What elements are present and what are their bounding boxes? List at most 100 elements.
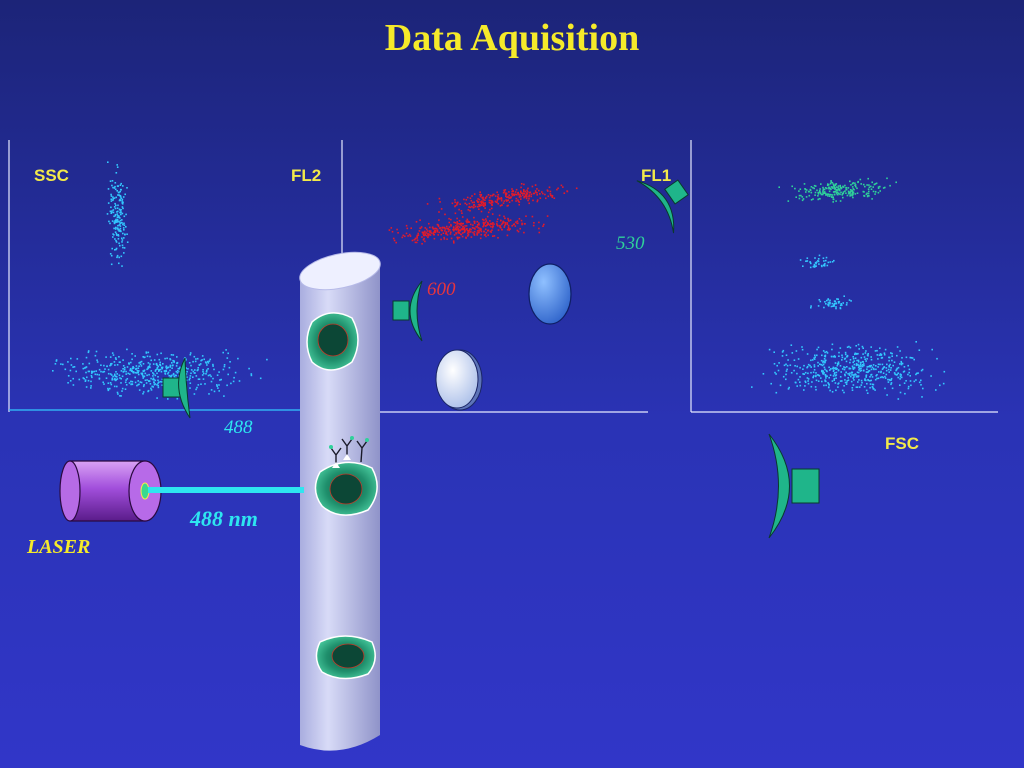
scatter-dot — [835, 183, 838, 185]
scatter-dot — [825, 256, 828, 259]
scatter-dot — [118, 216, 120, 219]
scatter-dot — [516, 220, 519, 222]
scatter-dot — [424, 233, 426, 235]
scatter-dot — [169, 365, 172, 367]
scatter-dot — [508, 197, 511, 199]
scatter-dot — [903, 370, 906, 373]
scatter-dot — [106, 365, 108, 367]
scatter-dot — [503, 215, 505, 218]
scatter-dot — [879, 185, 881, 188]
scatter-dot — [864, 379, 866, 381]
scatter-dot — [872, 190, 875, 193]
scatter-dot — [96, 373, 98, 376]
scatter-dot — [838, 189, 841, 191]
scatter-dot — [417, 234, 420, 236]
scatter-dot — [457, 236, 459, 239]
scatter-dot — [144, 379, 147, 382]
scatter-dot — [504, 224, 506, 227]
scatter-dot — [220, 378, 222, 381]
scatter-dot — [812, 376, 814, 378]
scatter-dot — [458, 236, 461, 239]
scatter-dot — [112, 199, 114, 201]
scatter-dot — [825, 369, 828, 372]
scatter-dot — [179, 366, 181, 369]
scatter-dot — [908, 371, 910, 374]
scatter-dot — [822, 370, 824, 372]
scatter-dot — [90, 387, 92, 389]
scatter-dot — [834, 374, 837, 377]
scatter-dot — [467, 235, 469, 237]
scatter-dot — [140, 381, 143, 384]
scatter-dot — [868, 195, 870, 197]
scatter-dot — [116, 221, 118, 223]
scatter-dot — [123, 222, 125, 225]
scatter-dot — [112, 197, 115, 200]
scatter-dot — [853, 379, 855, 381]
scatter-dot — [429, 226, 431, 229]
scatter-dot — [865, 193, 868, 196]
scatter-dot — [551, 195, 554, 197]
scatter-dot — [130, 361, 132, 364]
scatter-dot — [817, 195, 819, 197]
scatter-dot — [852, 368, 855, 370]
scatter-dot — [472, 224, 474, 226]
scatter-dot — [942, 382, 945, 385]
scatter-dot — [832, 366, 835, 369]
scatter-dot — [132, 366, 134, 368]
scatter-dot — [446, 227, 448, 230]
scatter-dot — [159, 361, 161, 364]
scatter-dot — [121, 219, 123, 221]
scatter-dot — [900, 362, 903, 364]
scatter-dot — [562, 186, 564, 188]
scatter-dot — [843, 366, 845, 368]
scatter-dot — [116, 166, 119, 168]
scatter-dot — [458, 208, 460, 211]
scatter-dot — [852, 361, 854, 364]
scatter-dot — [131, 383, 134, 386]
scatter-dot — [823, 191, 826, 193]
scatter-dot — [128, 382, 131, 384]
scatter-dot — [827, 261, 830, 264]
scatter-dot — [826, 375, 828, 377]
scatter-dot — [849, 195, 851, 197]
scatter-dot — [458, 232, 460, 234]
scatter-dot — [517, 199, 519, 201]
scatter-dot — [879, 347, 881, 349]
scatter-dot — [223, 365, 226, 368]
scatter-dot — [115, 379, 117, 381]
scatter-dot — [480, 201, 482, 203]
scatter-dot — [124, 193, 126, 196]
scatter-dot — [118, 229, 120, 232]
scatter-dot — [869, 376, 871, 378]
scatter-dot — [159, 363, 161, 366]
scatter-dot — [117, 228, 119, 231]
scatter-dot — [864, 352, 867, 354]
scatter-dot — [905, 380, 907, 382]
scatter-dot — [852, 377, 854, 379]
scatter-dot — [457, 229, 460, 231]
scatter-dot — [208, 360, 211, 362]
scatter-dot — [818, 189, 821, 192]
scatter-dot — [878, 354, 881, 356]
scatter-dot — [885, 373, 888, 376]
scatter-dot — [852, 188, 855, 190]
scatter-dot — [479, 237, 482, 240]
scatter-dot — [890, 367, 892, 369]
scatter-dot — [857, 381, 859, 383]
scatter-dot — [212, 363, 214, 366]
scatter-dot — [146, 379, 148, 381]
scatter-dot — [100, 370, 102, 373]
scatter-dot — [870, 185, 872, 188]
scatter-dot — [814, 194, 816, 196]
scatter-dot — [527, 187, 529, 190]
scatter-dot — [538, 227, 540, 230]
scatter-dot — [406, 227, 409, 230]
scatter-dot — [213, 368, 215, 371]
fl2-axis-label: FL2 — [291, 166, 322, 185]
scatter-dot — [505, 195, 507, 198]
scatter-dot — [527, 199, 529, 202]
scatter-dot — [822, 192, 824, 195]
scatter-dot — [114, 373, 116, 376]
scatter-dot — [874, 378, 877, 381]
scatter-dot — [832, 201, 834, 203]
